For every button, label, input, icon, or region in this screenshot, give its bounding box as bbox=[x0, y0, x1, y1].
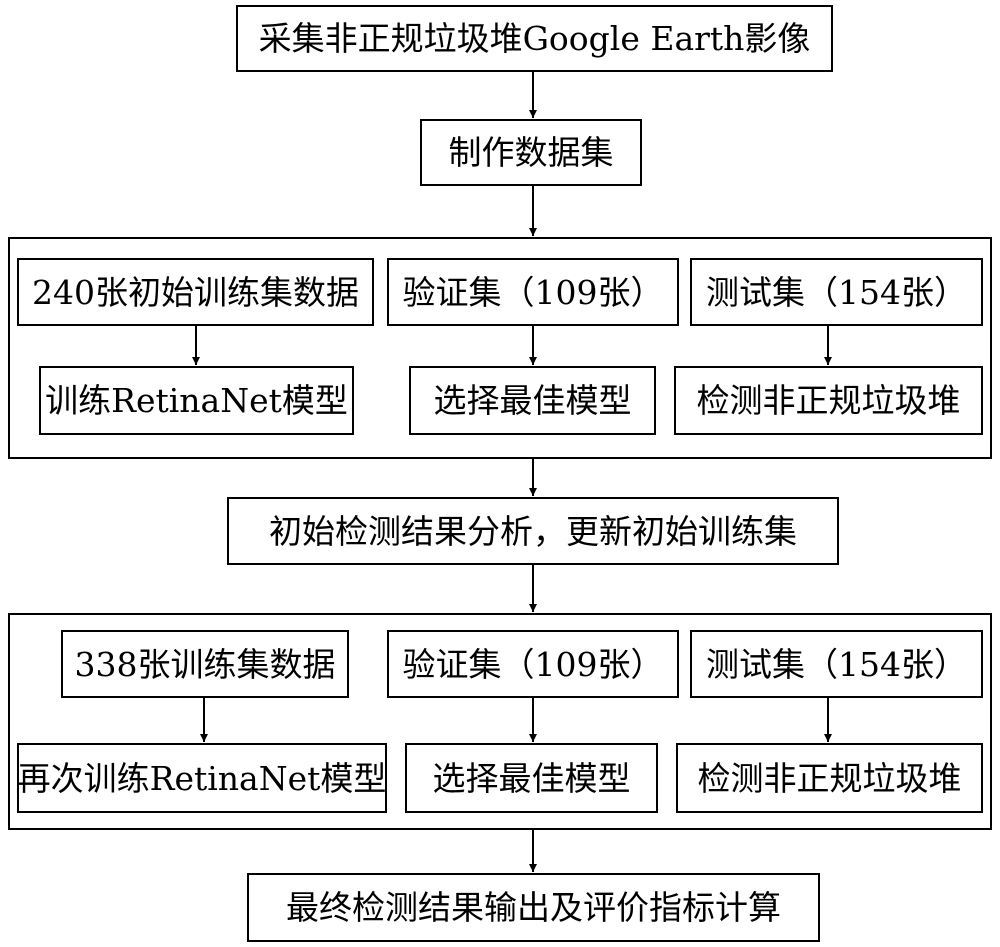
stage2-train-data-box: 338张训练集数据 bbox=[61, 630, 349, 698]
stage1-train-data-box: 240张初始训练集数据 bbox=[17, 258, 374, 326]
stage1-val-set-box: 验证集（109张） bbox=[387, 258, 679, 326]
stage2-train-model-box: 再次训练RetinaNet模型 bbox=[17, 743, 387, 813]
analyze-update-box: 初始检测结果分析，更新初始训练集 bbox=[227, 497, 839, 565]
collect-imagery-box: 采集非正规垃圾堆Google Earth影像 bbox=[236, 5, 833, 72]
stage2-select-model-box: 选择最佳模型 bbox=[405, 743, 658, 813]
final-output-box: 最终检测结果输出及评价指标计算 bbox=[247, 873, 820, 942]
stage2-detect-box: 检测非正规垃圾堆 bbox=[676, 743, 983, 813]
stage2-group bbox=[8, 613, 992, 830]
make-dataset-box: 制作数据集 bbox=[420, 119, 642, 186]
stage2-test-set-box: 测试集（154张） bbox=[690, 630, 983, 698]
stage1-train-model-box: 训练RetinaNet模型 bbox=[39, 366, 354, 435]
stage1-select-model-box: 选择最佳模型 bbox=[409, 366, 656, 435]
stage1-detect-box: 检测非正规垃圾堆 bbox=[674, 366, 983, 435]
stage1-test-set-box: 测试集（154张） bbox=[690, 258, 983, 326]
stage1-group bbox=[8, 237, 992, 459]
stage2-val-set-box: 验证集（109张） bbox=[387, 630, 679, 698]
